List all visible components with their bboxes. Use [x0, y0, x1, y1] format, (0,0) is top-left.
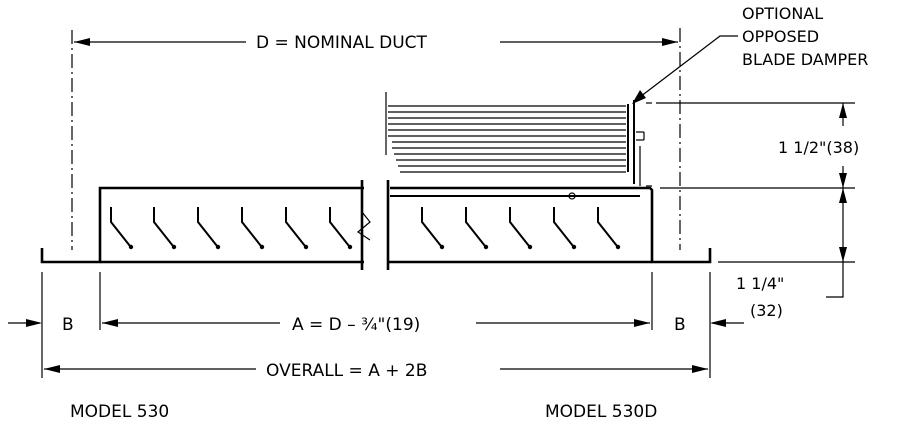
dim-upper-label: 1 1/2"(38) [778, 138, 859, 157]
b-left-dimension [8, 319, 42, 327]
b-left-label: B [62, 315, 74, 335]
damper-label-line2: OPPOSED [742, 27, 819, 46]
overall-label: OVERALL = A + 2B [266, 361, 427, 381]
model-530-blades [110, 207, 353, 250]
model-530-frame [40, 180, 371, 270]
b-right-dimension [710, 319, 744, 327]
extension-lines [41, 272, 711, 378]
a-formula-label: A = D – ¾"(19) [292, 315, 420, 335]
damper-label-line1: OPTIONAL [742, 4, 823, 23]
a-dimension [102, 319, 650, 327]
dim-lower-label-1: 1 1/4" [736, 274, 784, 293]
nominal-duct-label: D = NOMINAL DUCT [256, 33, 428, 53]
damper-label-line3: BLADE DAMPER [742, 50, 868, 69]
height-dimensions [656, 102, 855, 298]
dim-lower-label-2: (32) [750, 301, 783, 320]
overall-dimension [44, 365, 708, 373]
model-530-label: MODEL 530 [70, 402, 169, 421]
model-530d-blades [421, 207, 621, 250]
model-530d-label: MODEL 530D [545, 402, 657, 421]
opposed-blade-damper [385, 92, 652, 187]
nominal-duct-dimension [74, 38, 678, 46]
b-right-label: B [674, 315, 686, 335]
damper-leader [632, 35, 738, 104]
model-530d-frame [386, 180, 712, 270]
